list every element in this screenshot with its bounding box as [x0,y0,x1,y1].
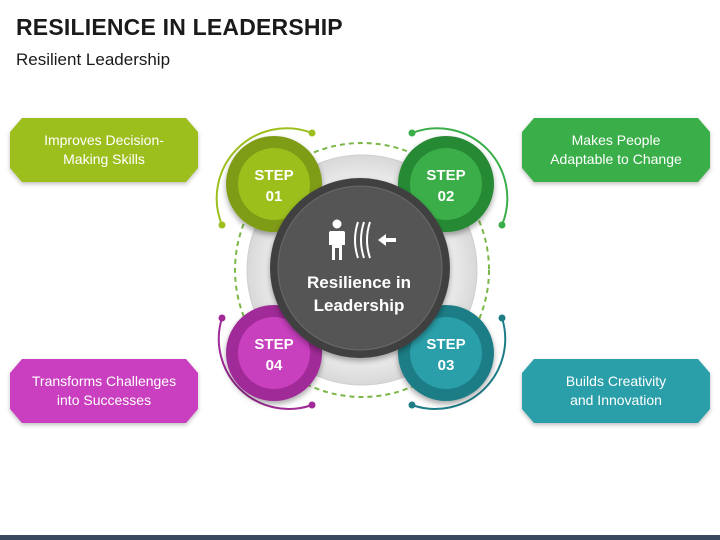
note-02-line2: Adaptable to Change [550,151,682,167]
step-04-word: STEP [254,336,293,353]
step-03-word: STEP [426,336,465,353]
note-04-line1: Transforms Challenges [31,373,177,389]
note-01-line1: Improves Decision- [44,132,164,148]
arc-step-02 [408,127,509,229]
center-circle [270,178,450,358]
bottom-bar [0,535,720,540]
note-03-line2: and Innovation [570,392,662,408]
note-03-line1: Builds Creativity [565,373,667,389]
note-box-04-shape [10,359,198,423]
note-box-01: Improves Decision- Making Skills [10,118,198,182]
note-box-03-shape [522,359,710,423]
note-01-line2: Making Skills [63,151,145,167]
note-box-03: Builds Creativity and Innovation [522,359,710,423]
arc-step-03 [408,314,507,410]
dashed-ring [234,142,490,398]
step-01-word: STEP [254,167,293,184]
note-04-line2: into Successes [56,392,152,408]
arc-step-04 [217,314,316,410]
note-box-01-shape [10,118,198,182]
note-box-02-shape [522,118,710,182]
arc-step-01 [215,127,316,229]
note-box-04: Transforms Challenges into Successes [10,359,198,423]
page-subtitle: Resilient Leadership [16,50,171,69]
step-01-number: 01 [266,188,283,205]
step-02-word: STEP [426,167,465,184]
center-label-line1: Resilience in [307,273,411,292]
note-02-line1: Makes People [571,132,661,148]
step-04-number: 04 [266,357,283,374]
step-02-number: 02 [438,188,455,205]
step-01-circle [226,136,322,232]
center-label-line2: Leadership [314,296,405,315]
page-title: RESILIENCE IN LEADERSHIP [16,14,343,40]
step-03-number: 03 [438,357,455,374]
resilient-person-icon [329,219,396,260]
